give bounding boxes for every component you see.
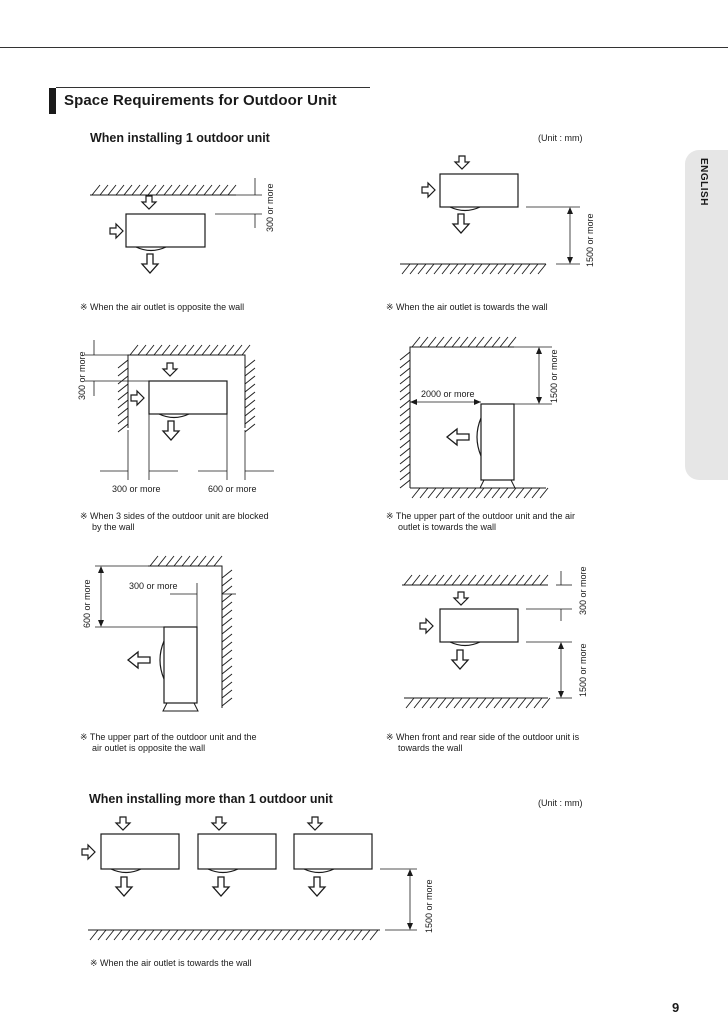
caption-multi: ※ When the air outlet is towards the wal… bbox=[90, 958, 252, 968]
section-heading-multi: When installing more than 1 outdoor unit bbox=[89, 792, 333, 806]
fig5-diagram: 600 or more 300 or more bbox=[82, 555, 236, 712]
fig1-airflow-side-icon bbox=[109, 223, 124, 239]
header-rule bbox=[0, 47, 728, 48]
fig2-outdoor-unit bbox=[439, 173, 519, 208]
caption-fig4-line2: outlet is towards the wall bbox=[398, 522, 497, 532]
fig6-fan-icon bbox=[449, 641, 481, 647]
multi-airflow-side-icon bbox=[81, 844, 96, 860]
fig4-diagram: 2000 or more 1500 or more bbox=[399, 336, 559, 499]
fig2-diagram: 1500 or more bbox=[400, 155, 595, 275]
wall-hatching bbox=[149, 555, 223, 567]
wall-hatching bbox=[401, 263, 547, 275]
caption-fig3-line2: by the wall bbox=[92, 522, 135, 532]
caption-fig2: ※ When the air outlet is towards the wal… bbox=[386, 302, 548, 312]
fig6-dim-300: 300 or more bbox=[578, 566, 588, 615]
fig3-airflow-in-icon bbox=[162, 362, 178, 377]
multi-outdoor-unit-1 bbox=[100, 833, 180, 870]
wall-hatching bbox=[411, 487, 549, 499]
fig1-wall bbox=[90, 184, 237, 196]
fig3-diagram: 300 or more 300 or more 600 or more bbox=[77, 340, 274, 494]
wall-hatching bbox=[117, 359, 129, 433]
multi-fan-1-icon bbox=[110, 868, 142, 874]
fig3-airflow-out-icon bbox=[162, 420, 180, 441]
multi-outdoor-unit-3 bbox=[293, 833, 373, 870]
unit-label-single: (Unit : mm) bbox=[538, 133, 583, 143]
fig1-diagram: 300 or more bbox=[90, 178, 275, 274]
multi-fan-2-icon bbox=[207, 868, 239, 874]
caption-fig5-line2: air outlet is opposite the wall bbox=[92, 743, 206, 753]
multi-unit3-airflow-in-icon bbox=[307, 816, 323, 831]
fig6-diagram: 300 or more 1500 or more bbox=[402, 566, 588, 709]
fig2-airflow-out-icon bbox=[452, 213, 470, 234]
multi-unit1-airflow-out-icon bbox=[115, 876, 133, 897]
caption-fig5-line1: ※ The upper part of the outdoor unit and… bbox=[80, 732, 257, 742]
fig4-dim-2000: 2000 or more bbox=[421, 389, 475, 399]
caption-fig3-line1: ※ When 3 sides of the outdoor unit are b… bbox=[80, 511, 269, 521]
caption-fig6-line1: ※ When front and rear side of the outdoo… bbox=[386, 732, 580, 742]
page-title: Space Requirements for Outdoor Unit bbox=[64, 92, 337, 109]
fig4-fan-icon bbox=[476, 417, 482, 457]
multi-fan-3-icon bbox=[303, 868, 335, 874]
fig1-outdoor-unit bbox=[125, 213, 206, 248]
fig4-airflow-out-icon bbox=[446, 428, 470, 446]
fig1-dim-300: 300 or more bbox=[265, 183, 275, 232]
caption-fig6-line2: towards the wall bbox=[398, 743, 463, 753]
fig3-airflow-side-icon bbox=[130, 390, 145, 406]
caption-fig4-line1: ※ The upper part of the outdoor unit and… bbox=[386, 511, 575, 521]
page-number: 9 bbox=[672, 1000, 680, 1015]
fig1-fan-icon bbox=[135, 246, 167, 252]
wall-hatching bbox=[244, 359, 256, 433]
fig6-outdoor-unit bbox=[439, 608, 519, 643]
fig5-dim-600: 600 or more bbox=[82, 579, 92, 628]
fig3-dim-300-bottom: 300 or more bbox=[112, 484, 161, 494]
fig3-outdoor-unit bbox=[148, 380, 228, 415]
fig5-fan-icon bbox=[159, 640, 165, 680]
wall-hatching bbox=[403, 574, 549, 586]
fig5-airflow-out-icon bbox=[127, 651, 151, 669]
unit-label-multi: (Unit : mm) bbox=[538, 798, 583, 808]
multi-diagram: 1500 or more bbox=[81, 816, 434, 941]
language-tab-label: ENGLISH bbox=[698, 158, 709, 206]
title-marker bbox=[49, 88, 56, 114]
fig2-dim-1500: 1500 or more bbox=[585, 213, 595, 267]
fig1-airflow-out-icon bbox=[141, 253, 159, 274]
fig6-airflow-out-icon bbox=[451, 649, 469, 670]
wall-hatching bbox=[221, 569, 233, 707]
wall-hatching bbox=[405, 697, 551, 709]
fig5-outdoor-unit bbox=[163, 626, 198, 704]
wall-hatching bbox=[89, 929, 379, 941]
fig4-outdoor-unit bbox=[480, 403, 515, 481]
fig3-dim-300: 300 or more bbox=[77, 351, 87, 400]
fig2-airflow-in-icon bbox=[454, 155, 470, 170]
fig4-dim-1500: 1500 or more bbox=[549, 349, 559, 403]
wall-hatching bbox=[129, 344, 251, 356]
fig6-airflow-side-icon bbox=[419, 618, 434, 634]
multi-unit2-airflow-out-icon bbox=[212, 876, 230, 897]
fig3-dim-600: 600 or more bbox=[208, 484, 257, 494]
title-rule bbox=[56, 87, 370, 88]
fig6-dim-1500: 1500 or more bbox=[578, 643, 588, 697]
section-heading-single: When installing 1 outdoor unit bbox=[90, 131, 270, 145]
fig3-fan-icon bbox=[158, 413, 190, 419]
language-tab[interactable] bbox=[685, 150, 728, 480]
wall-hatching bbox=[91, 184, 237, 196]
wall-hatching bbox=[411, 336, 517, 348]
fig1-airflow-in-icon bbox=[141, 195, 157, 210]
multi-unit1-airflow-in-icon bbox=[115, 816, 131, 831]
fig2-fan-icon bbox=[449, 206, 481, 212]
multi-unit2-airflow-in-icon bbox=[211, 816, 227, 831]
multi-dim-1500: 1500 or more bbox=[424, 879, 434, 933]
fig2-airflow-side-icon bbox=[421, 182, 436, 198]
fig5-dim-300: 300 or more bbox=[129, 581, 178, 591]
fig6-airflow-in-icon bbox=[453, 591, 469, 606]
caption-fig1: ※ When the air outlet is opposite the wa… bbox=[80, 302, 245, 312]
wall-hatching bbox=[399, 351, 411, 489]
multi-outdoor-unit-2 bbox=[197, 833, 277, 870]
multi-unit3-airflow-out-icon bbox=[308, 876, 326, 897]
